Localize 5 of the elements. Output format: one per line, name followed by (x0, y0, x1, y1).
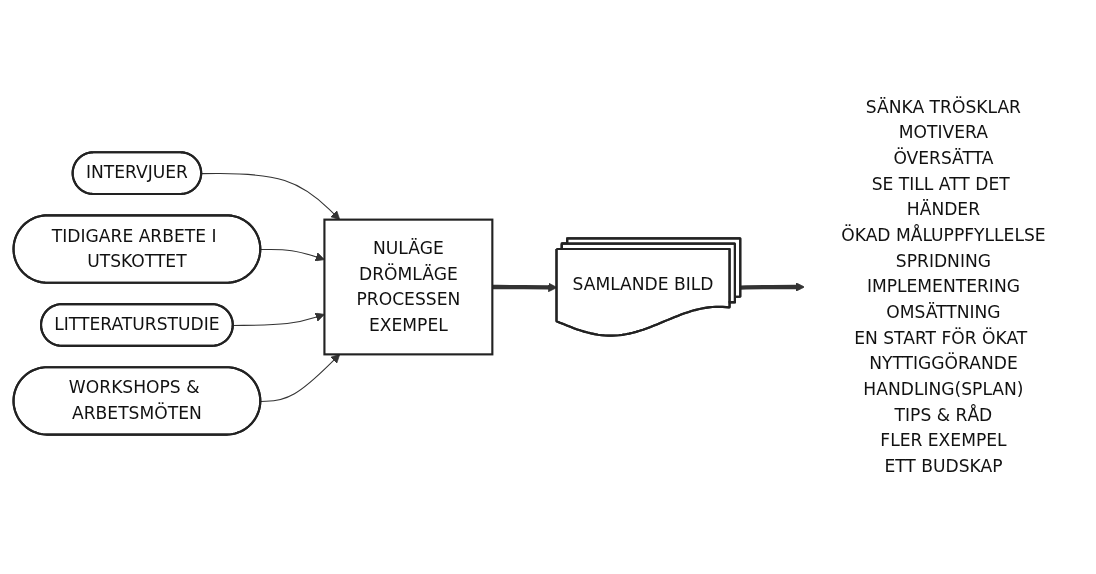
arrow (740, 282, 805, 292)
node-box: NULÄGE DRÖMLÄGE PROCESSEN EXEMPEL (323, 218, 494, 356)
arrow (260, 248, 325, 262)
arrow (232, 312, 325, 327)
node-text: SÄNKA TRÖSKLAR MOTIVERA ÖVERSÄTTA SE TILL ATT DET HÄNDER ÖKAD MÅLUPPFYLLELSE SPRIDNING IMPLEMENTERING OMSÄTTNING EN START FÖR ÖKAT NYTTIGGÖRANDE HANDLING(SPLAN) TIPS & RÅD FLER EXEMPEL ETT BUDSKAP (841, 96, 1046, 477)
